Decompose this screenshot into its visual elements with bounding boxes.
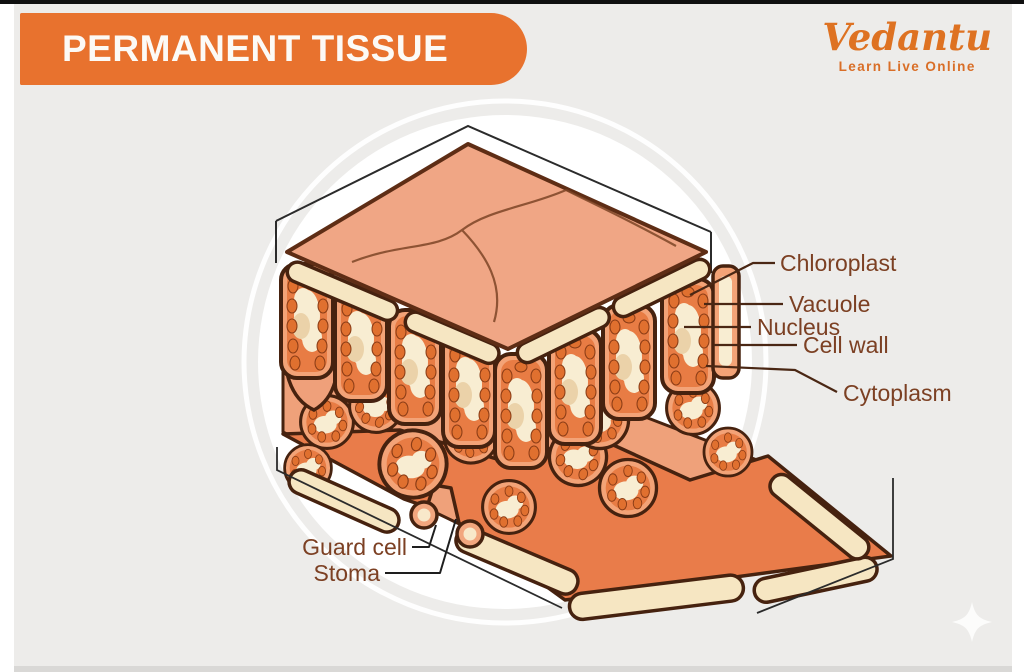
label-nucleus: Nucleus [757, 314, 840, 340]
spongy-cell [597, 457, 659, 519]
upper-epidermis-surface [285, 142, 708, 351]
label-guard-cell: Guard cell [302, 534, 407, 560]
label-stoma: Stoma [314, 560, 381, 586]
wireframe-bottom [276, 447, 894, 614]
vedantu-tagline: Learn Live Online [838, 58, 976, 74]
guard-cell-left [409, 500, 439, 530]
label-cytoplasm: Cytoplasm [843, 380, 952, 406]
label-chloroplast: Chloroplast [780, 250, 897, 276]
lower-epidermis-cells [287, 468, 879, 622]
label-cell-wall: Cell wall [803, 332, 889, 358]
bottom-gray-strip [14, 666, 1012, 672]
vedantu-logo: Vedantu Learn Live Online [822, 18, 992, 74]
leader-lines [684, 261, 838, 393]
page-title: PERMANENT TISSUE [62, 28, 449, 69]
chloroplast-leader [689, 261, 775, 296]
upper-epidermis-cells [285, 257, 712, 366]
palisade-cell [493, 352, 549, 470]
sparkle-icon [952, 602, 992, 642]
top-black-bar [0, 0, 1024, 4]
title-banner: PERMANENT TISSUE [20, 13, 527, 85]
palisade-cells [279, 262, 741, 470]
leader-lines-dark [385, 518, 457, 574]
palisade-cell-edge-vacuole [719, 276, 732, 366]
stoma-leader [385, 518, 457, 574]
guard-cell-leader [412, 524, 437, 548]
palisade-cell [601, 303, 657, 421]
vedantu-wordmark: Vedantu [822, 15, 992, 59]
cytoplasm-leader [705, 364, 838, 393]
spongy-cell [481, 479, 537, 535]
guard-cell-right [455, 519, 485, 549]
spongy-cell [702, 426, 754, 478]
label-vacuole: Vacuole [789, 291, 870, 317]
